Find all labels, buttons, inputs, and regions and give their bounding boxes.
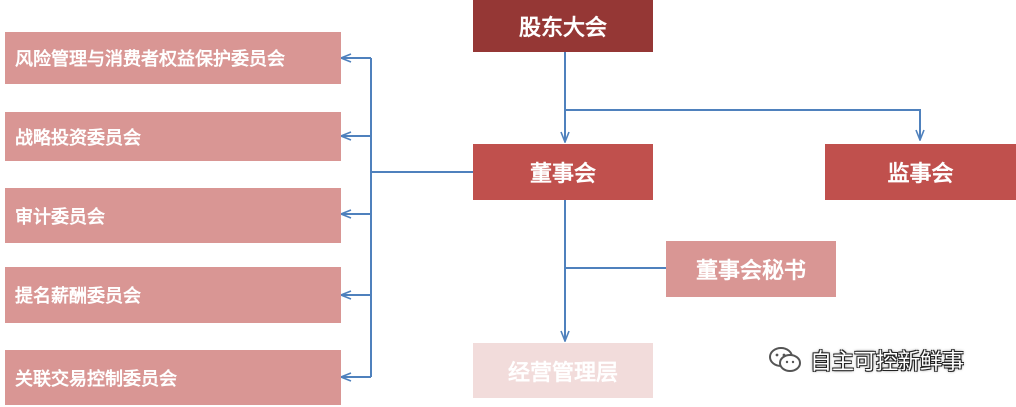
- committee-label: 审计委员会: [15, 206, 105, 228]
- committee-audit: 审计委员会: [5, 188, 341, 243]
- committee-strategy-investment: 战略投资委员会: [5, 112, 341, 161]
- shareholders-meeting-label: 股东大会: [518, 16, 607, 41]
- watermark: 自主可控新鲜事: [768, 344, 964, 376]
- wechat-icon: [768, 346, 802, 374]
- supervisory-board-box: 监事会: [825, 144, 1016, 200]
- watermark-text: 自主可控新鲜事: [810, 350, 965, 375]
- committee-label: 战略投资委员会: [15, 127, 141, 149]
- board-secretary-label: 董事会秘书: [695, 259, 806, 284]
- committee-label: 提名薪酬委员会: [15, 286, 141, 307]
- committee-label: 关联交易控制委员会: [15, 368, 177, 390]
- committee-label: 风险管理与消费者权益保护委员会: [15, 49, 285, 70]
- management-box: 经营管理层: [473, 343, 653, 398]
- board-of-directors-box: 董事会: [473, 144, 653, 200]
- committee-nomination-remuneration: 提名薪酬委员会: [5, 267, 341, 323]
- committee-related-party: 关联交易控制委员会: [5, 350, 341, 405]
- board-secretary-box: 董事会秘书: [666, 241, 836, 297]
- supervisory-board-label: 监事会: [887, 162, 954, 187]
- shareholders-meeting-box: 股东大会: [473, 0, 653, 52]
- arrow-shareholders-to-supervisory: [565, 109, 920, 140]
- management-label: 经营管理层: [507, 360, 618, 386]
- board-of-directors-label: 董事会: [529, 162, 596, 187]
- committee-risk-management: 风险管理与消费者权益保护委员会: [5, 32, 341, 84]
